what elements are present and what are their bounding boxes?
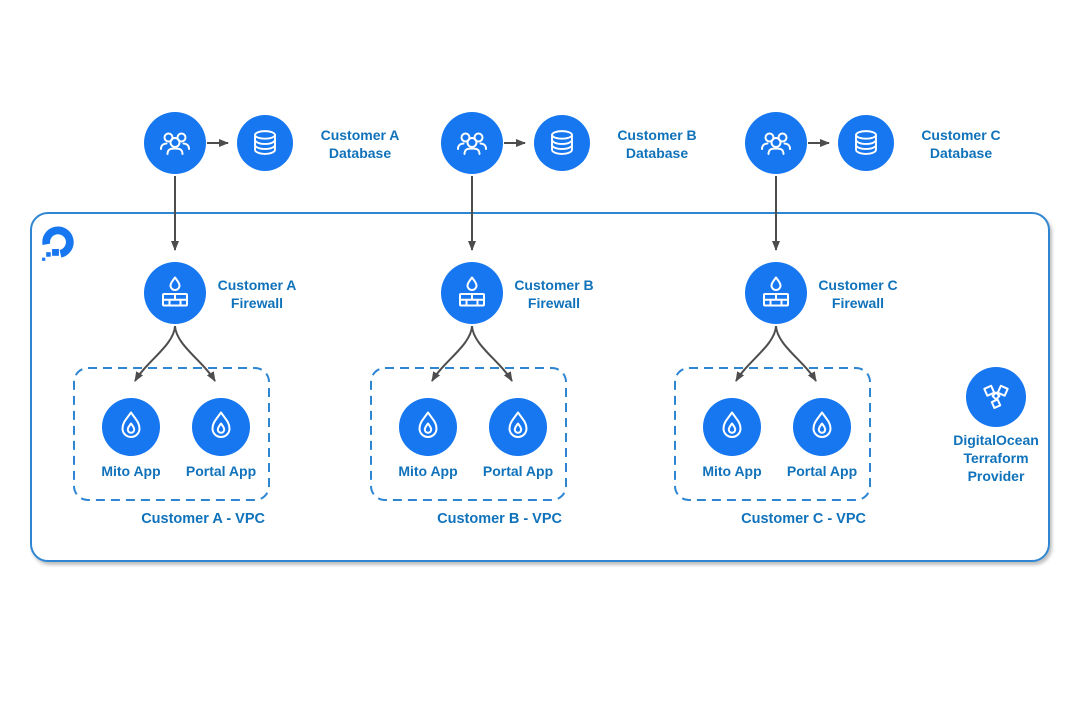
customer-b-firewall-node bbox=[441, 262, 503, 324]
customer-a-mito-app-node bbox=[102, 398, 160, 456]
customer-b-portal-app-node bbox=[489, 398, 547, 456]
customer-b-group: Customer B Database Customer B Firewall bbox=[340, 0, 697, 560]
customer-c-users-node bbox=[745, 112, 807, 174]
customer-c-mito-app-label: Mito App bbox=[702, 463, 762, 479]
customer-a-firewall-label: Customer A Firewall bbox=[217, 277, 297, 311]
customer-c-vpc-label: Customer C - VPC bbox=[741, 511, 866, 527]
droplet-icon bbox=[812, 411, 832, 438]
users-icon bbox=[160, 132, 190, 155]
firewall-icon bbox=[162, 276, 188, 307]
users-icon bbox=[457, 132, 487, 155]
customer-c-portal-app-node bbox=[793, 398, 851, 456]
customer-a-group: Customer A Database Customer A Firewall bbox=[43, 0, 399, 560]
customer-c-database-label: Customer C Database bbox=[921, 127, 1001, 161]
droplet-icon bbox=[121, 411, 141, 438]
digitalocean-boundary-box bbox=[30, 212, 1050, 562]
customer-a-vpc-label: Customer A - VPC bbox=[141, 511, 265, 527]
firewall-icon bbox=[763, 276, 789, 307]
terraform-provider-label: DigitalOcean Terraform Provider bbox=[953, 432, 1039, 484]
customer-b-firewall-label: Customer B Firewall bbox=[514, 277, 594, 311]
customer-c-mito-app-node bbox=[703, 398, 761, 456]
customer-a-database-node bbox=[237, 115, 293, 171]
customer-b-users-node bbox=[441, 112, 503, 174]
customer-a-portal-app-label: Portal App bbox=[185, 463, 257, 479]
database-icon bbox=[254, 130, 276, 155]
customer-c-portal-app-label: Portal App bbox=[786, 463, 858, 479]
users-icon bbox=[761, 132, 791, 155]
droplet-icon bbox=[508, 411, 528, 438]
droplet-icon bbox=[418, 411, 438, 438]
customer-b-database-label: Customer B Database bbox=[617, 127, 697, 161]
customer-b-mito-app-node bbox=[399, 398, 457, 456]
customer-a-mito-app-label: Mito App bbox=[101, 463, 161, 479]
firewall-icon bbox=[459, 276, 485, 307]
terraform-provider-node bbox=[966, 367, 1026, 427]
customer-a-users-node bbox=[144, 112, 206, 174]
digitalocean-logo-icon bbox=[42, 226, 74, 261]
customer-c-database-node bbox=[838, 115, 894, 171]
droplet-icon bbox=[722, 411, 742, 438]
customer-b-database-node bbox=[534, 115, 590, 171]
terraform-provider-group: DigitalOcean Terraform Provider bbox=[936, 367, 1056, 485]
customer-c-firewall-node bbox=[745, 262, 807, 324]
customer-c-firewall-label: Customer C Firewall bbox=[818, 277, 898, 311]
customer-c-group: Customer C Database Customer C Firewall bbox=[644, 0, 1001, 560]
customer-b-vpc-label: Customer B - VPC bbox=[437, 511, 562, 527]
database-icon bbox=[855, 130, 877, 155]
droplet-icon bbox=[211, 411, 231, 438]
customer-b-portal-app-label: Portal App bbox=[482, 463, 554, 479]
customer-b-mito-app-label: Mito App bbox=[398, 463, 458, 479]
customer-a-database-label: Customer A Database bbox=[320, 127, 400, 161]
customer-a-portal-app-node bbox=[192, 398, 250, 456]
database-icon bbox=[551, 130, 573, 155]
customer-a-firewall-node bbox=[144, 262, 206, 324]
terraform-icon bbox=[983, 384, 1009, 409]
